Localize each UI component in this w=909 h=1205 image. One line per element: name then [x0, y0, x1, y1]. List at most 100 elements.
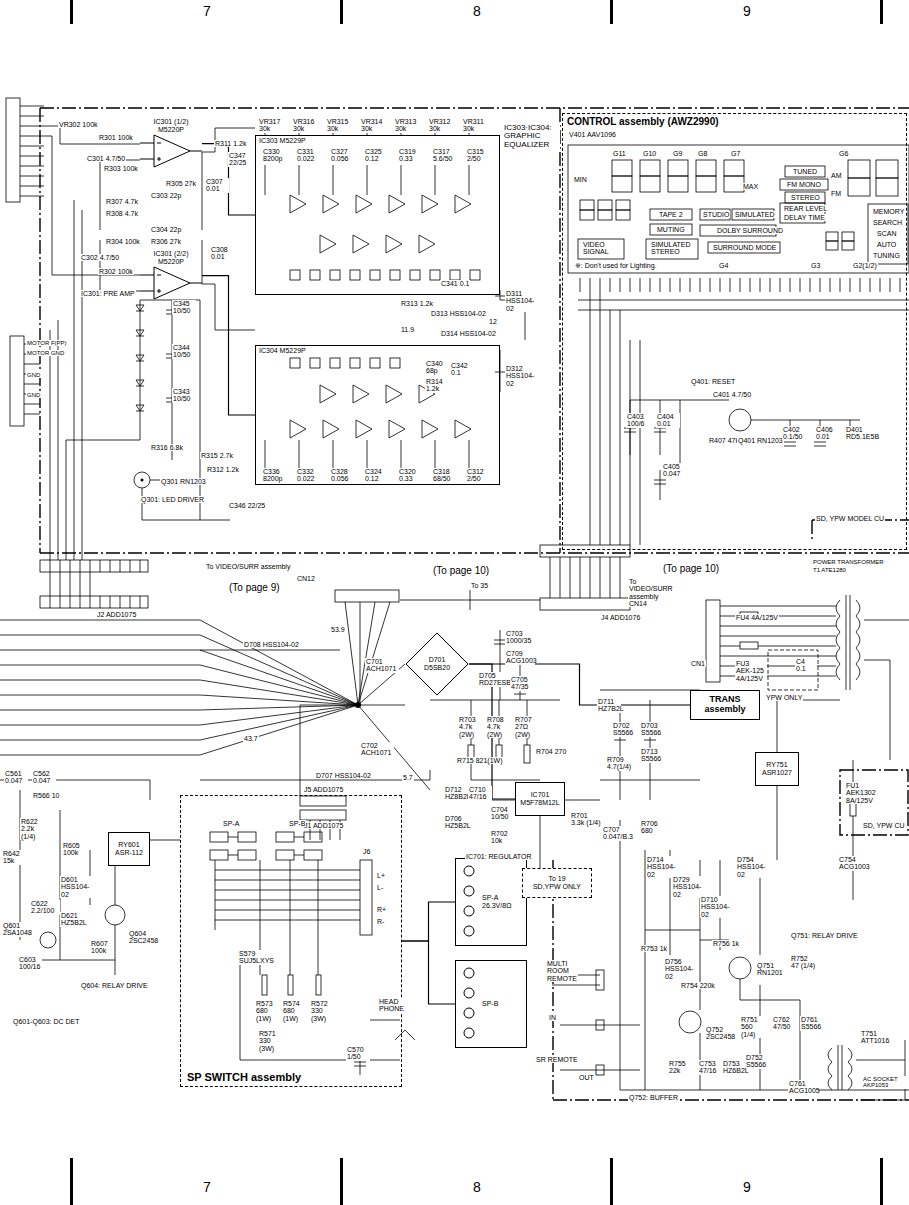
component-label: C325 0.12 [364, 148, 394, 163]
terminal-post [464, 968, 474, 978]
component-label: R573 680 (1W) [255, 1000, 279, 1022]
component-label: R703 4.7k (2W) [458, 716, 486, 738]
component-label: FU4 4A/125V [735, 614, 779, 621]
schematic-rect [370, 270, 380, 280]
component-label: D712 HZ8B2L [444, 786, 468, 801]
component-label: C343 10/50 [172, 388, 196, 403]
component-label: R307 4.7k [105, 198, 139, 205]
component-label: DELAY TIME [783, 214, 826, 221]
schematic-path [44, 126, 140, 291]
schematic-rect [524, 745, 530, 763]
component-label: IC301: PRE AMP [80, 290, 136, 297]
schematic-path [624, 400, 860, 500]
component-label: D714 HSS104-02 [646, 856, 678, 878]
component-box: RY601ASR-112 [108, 832, 150, 866]
schematic-rect [768, 650, 818, 690]
schematic-path [140, 300, 200, 470]
schematic-rect [276, 850, 294, 860]
schematic-path [856, 600, 860, 680]
component-label: VR317 30k [258, 118, 290, 133]
schematic-rect [290, 270, 300, 280]
schematic-rect [580, 210, 594, 220]
component-label: C341 0.1 [440, 280, 470, 287]
component-label: R605 100k [62, 842, 86, 857]
component-label: 53.9 [330, 626, 346, 633]
component-label: R572 330 (3W) [310, 1000, 334, 1022]
component-label: Q301 RN1203 [160, 478, 207, 485]
component-label: R706 680 [640, 820, 662, 835]
component-label: C304 22p [150, 226, 182, 233]
component-label: R316 6.8k [150, 444, 184, 451]
component-label: VR314 30k [360, 118, 392, 133]
schematic-rect [785, 166, 825, 177]
schematic-circle [134, 472, 150, 488]
node-text: IC301 (2/2) M5220P [140, 250, 202, 265]
schematic-path [550, 557, 620, 598]
component-label: R314 1.2k [425, 378, 447, 393]
schematic-rect [238, 850, 256, 860]
component-label: 7 [202, 1180, 212, 1195]
schematic-rect [598, 200, 612, 210]
component-label: C302 4.7/50 [80, 254, 120, 261]
node-text: TRANS assembly [693, 695, 757, 715]
component-label: C331 0.022 [296, 148, 326, 163]
schematic-rect [868, 204, 908, 264]
schematic-rect [880, 0, 883, 24]
component-label: L- [376, 884, 384, 891]
schematic-rect [430, 270, 440, 280]
component-label: To VIDEO/SURR assembly [205, 563, 291, 570]
schematic-circle [40, 932, 56, 948]
note-box: To 19SD,YPW ONLY [522, 868, 592, 898]
schematic-rect [650, 224, 692, 235]
schematic-path [578, 292, 909, 545]
component-label: C701 ACH1071 [365, 658, 399, 673]
component-label: C303 22p [150, 192, 182, 199]
component-label: SD, YPW CU [862, 822, 906, 829]
terminal-post [464, 1028, 474, 1038]
schematic-path [265, 440, 469, 468]
component-label: C705 47/35 [510, 676, 534, 691]
component-label: Q752 2SC2458 [705, 1026, 737, 1041]
component-label: MOTOR F(PP) [26, 340, 68, 346]
schematic-rect [330, 270, 340, 280]
schematic-rect [360, 860, 372, 935]
component-label: G10 [642, 150, 657, 157]
op-amp-symbol [140, 133, 202, 169]
schematic-rect [580, 200, 594, 210]
schematic-path [50, 572, 90, 596]
schematic-rect [6, 98, 20, 202]
component-label: V401 AAV1096 [568, 131, 617, 138]
component-label: 43.7 [243, 735, 259, 742]
node-text: ASR-112 [115, 849, 143, 857]
component-label: R304 100k [105, 238, 141, 245]
schematic-rect [616, 210, 630, 220]
component-label: R574 680 (1W) [282, 1000, 306, 1022]
component-label: SR REMOTE [535, 1056, 579, 1063]
component-label: 12 [488, 318, 498, 325]
component-label: C762 47/50 [772, 1016, 796, 1031]
component-label: G7 [730, 150, 741, 157]
component-label: R303 100k [103, 165, 139, 172]
component-label: R571 330 (3W) [258, 1030, 282, 1052]
node-text: To 19 [548, 875, 565, 883]
component-label: FM [830, 190, 842, 197]
component-label: D314 HSS104-02 [440, 330, 497, 337]
schematic-rect [335, 590, 399, 602]
schematic-path [846, 595, 850, 690]
component-label: Q401 RN1203 [737, 437, 784, 444]
schematic-rect [540, 598, 630, 610]
schematic-rect [276, 832, 294, 842]
component-label: FU3 AEK-125 4A/125V [735, 660, 767, 682]
component-label: J6 [362, 848, 371, 855]
schematic-rect [40, 560, 148, 572]
component-label: D703 S5566 [640, 722, 664, 737]
schematic-path [0, 780, 180, 975]
schematic-rect [596, 1065, 604, 1075]
terminal-post [464, 988, 474, 998]
node-text: SP SWITCH assembly [187, 1071, 395, 1083]
schematic-rect [70, 0, 73, 24]
assembly-region: CONTROL assembly (AWZ2990) [562, 113, 907, 550]
component-label: TUNING [872, 252, 901, 259]
schematic-rect [696, 176, 716, 192]
schematic-path [200, 590, 540, 780]
